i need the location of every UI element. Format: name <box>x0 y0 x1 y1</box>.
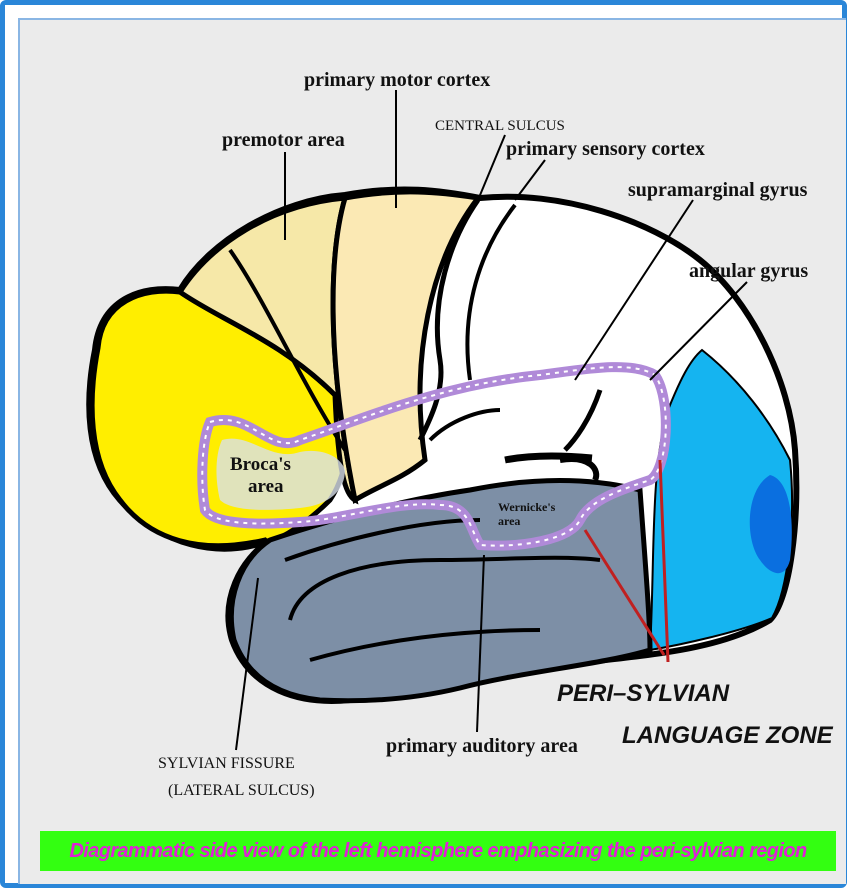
label-wernickes-area-line1: Wernicke's <box>498 500 556 514</box>
label-angular-gyrus: angular gyrus <box>689 260 808 282</box>
label-wernickes-area-line2: area <box>498 514 520 528</box>
caption-bar: Diagrammatic side view of the left hemis… <box>40 831 836 871</box>
caption-text: Diagrammatic side view of the left hemis… <box>69 840 806 863</box>
label-sylvian-fissure: SYLVIAN FISSURE <box>158 755 295 772</box>
label-supramarginal-gyrus: supramarginal gyrus <box>628 179 808 201</box>
label-brocas-area-line1: Broca's <box>230 454 291 475</box>
label-peri-sylvian: PERI–SYLVIAN <box>557 680 730 707</box>
label-primary-motor-cortex: primary motor cortex <box>304 69 490 91</box>
label-primary-auditory-area: primary auditory area <box>386 735 578 757</box>
label-premotor-area: premotor area <box>222 129 345 151</box>
label-language-zone: LANGUAGE ZONE <box>622 722 834 749</box>
label-central-sulcus: CENTRAL SULCUS <box>435 118 565 134</box>
label-lateral-sulcus: (LATERAL SULCUS) <box>168 782 315 799</box>
label-primary-sensory-cortex: primary sensory cortex <box>506 138 705 160</box>
label-brocas-area-line2: area <box>248 476 284 497</box>
